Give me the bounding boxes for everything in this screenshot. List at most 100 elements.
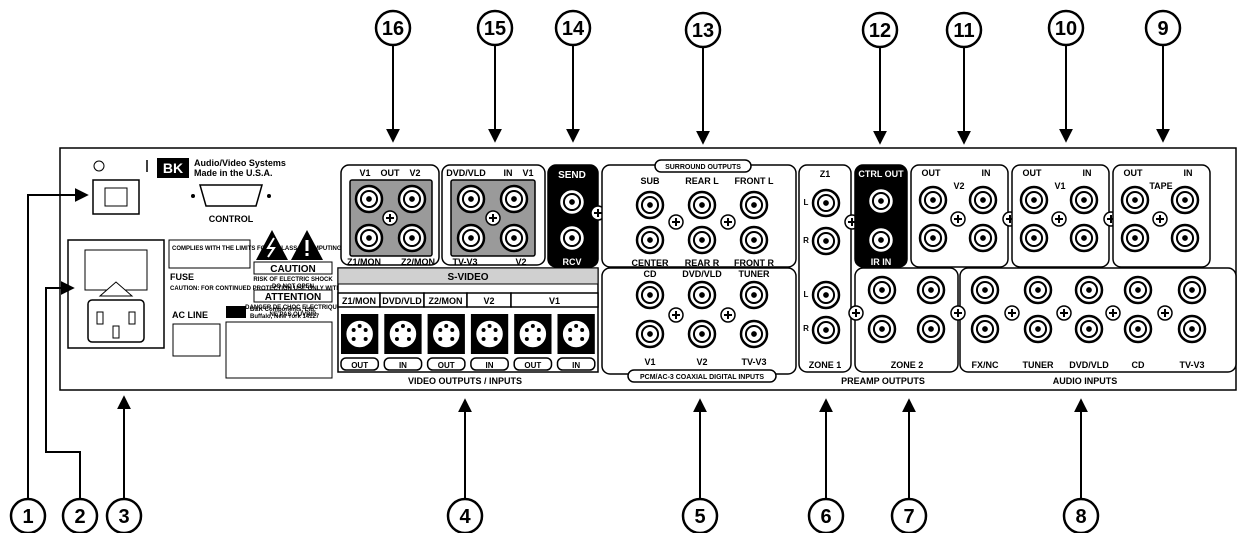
rca-jack-pin	[699, 237, 705, 243]
svideo-jack-socket	[474, 319, 505, 349]
svideo-pin	[406, 337, 411, 341]
surround-label: SUB	[640, 176, 660, 186]
dvd-rca-label: IN	[504, 168, 513, 178]
v2-group-out: OUT	[922, 168, 942, 178]
svideo-pin	[568, 328, 573, 332]
svideo-io-box	[383, 357, 423, 371]
rca-jack-pin	[1086, 326, 1092, 332]
rca-jack-pin	[699, 331, 705, 337]
brand-logo	[157, 158, 189, 178]
rca-jack-pin	[878, 237, 884, 243]
control-label: CONTROL	[209, 214, 254, 224]
rca-jack-pin	[468, 235, 474, 241]
zone1-l: L	[804, 198, 809, 207]
iec-socket[interactable]	[87, 299, 145, 343]
rca-jack-pin	[511, 235, 517, 241]
callout-badge	[476, 9, 514, 47]
svideo-pin	[394, 337, 399, 341]
rca-jack-pin	[982, 287, 988, 293]
attention-title: ATTENTION	[265, 292, 321, 303]
svideo-io-label: OUT	[438, 361, 455, 370]
svideo-pin	[487, 324, 492, 328]
svideo-pin	[493, 328, 498, 332]
rca-jack-pin	[569, 235, 575, 241]
zone1-frame	[798, 164, 852, 373]
coax-title-box	[627, 369, 777, 383]
svideo-pin	[450, 337, 455, 341]
callout-badge	[684, 11, 722, 49]
video-rca-label: Z1/MON	[347, 257, 381, 267]
audio-input-label: DVD/VLD	[1069, 360, 1109, 370]
svideo-header-box	[510, 292, 599, 308]
svideo-io-label: IN	[572, 361, 580, 370]
svideo-jack-socket	[344, 319, 375, 349]
svideo-pin	[406, 328, 411, 332]
zone1-l: L	[804, 290, 809, 299]
svideo-pin	[524, 328, 529, 332]
coax-label: V1	[644, 357, 655, 367]
callout-number: 5	[694, 506, 705, 528]
callout-number: 11	[953, 20, 974, 42]
v2-group-name: V2	[953, 181, 964, 191]
rca-jack-pin	[879, 287, 885, 293]
surround-label: CENTER	[631, 258, 669, 268]
rca-jack-pin	[928, 326, 934, 332]
caution-box	[253, 261, 333, 275]
zone1-r: R	[803, 324, 809, 333]
v1-group-in: IN	[1083, 168, 1092, 178]
rca-jack-pin	[879, 326, 885, 332]
audio-input-label: TV-V3	[1179, 360, 1204, 370]
svideo-io-box	[513, 357, 553, 371]
callout-number: 7	[903, 506, 914, 528]
callout-badge	[890, 497, 928, 533]
iec-pin	[96, 311, 104, 325]
tape-group-in: IN	[1184, 168, 1193, 178]
surround-label: REAR L	[685, 176, 719, 186]
callout-arrow	[45, 281, 81, 499]
callout-arrow	[27, 188, 89, 499]
svideo-io-box	[426, 357, 466, 371]
svideo-pin	[536, 328, 541, 332]
svideo-header-label: Z1/MON	[342, 296, 376, 306]
control-port-screw	[267, 194, 271, 198]
callout-number: 6	[820, 506, 831, 528]
ctrl-out-label: CTRL OUT	[858, 169, 904, 179]
rca-jack-pin	[1086, 287, 1092, 293]
svideo-io-label: IN	[486, 361, 494, 370]
control-port[interactable]	[199, 184, 263, 207]
rca-jack-pin	[409, 196, 415, 202]
rca-jack-pin	[928, 287, 934, 293]
coax-section-label: PCM/AC-3 COAXIAL DIGITAL INPUTS	[640, 374, 764, 381]
callout-number: 16	[382, 18, 404, 40]
dvd-rca-label: TV-V3	[452, 257, 477, 267]
brand-line2: Made in the U.S.A.	[194, 168, 273, 178]
power-off-text: O	[100, 169, 101, 171]
svideo-pin	[357, 324, 362, 328]
exclamation-glyph	[305, 240, 309, 251]
svideo-title: S-VIDEO	[447, 272, 488, 283]
rca-jack-pin	[751, 331, 757, 337]
rca-jack-pin	[1081, 235, 1087, 241]
callout-badge	[1062, 497, 1100, 533]
tape-group-name: TAPE	[1149, 181, 1172, 191]
callout-badge	[1047, 9, 1085, 47]
fuse-tab	[98, 281, 134, 297]
attention-text2: NE PAS OUVRIR	[270, 312, 318, 318]
lightning-glyph	[266, 237, 276, 258]
power-switch-rocker[interactable]	[104, 187, 128, 207]
callout-number: 1	[22, 506, 33, 528]
coax-label: V2	[696, 357, 707, 367]
fuse-fine-print: CAUTION: FOR CONTINUED PROTECTION USE ON…	[170, 286, 416, 292]
coax-label: CD	[644, 269, 657, 279]
zone1-title: Z1	[820, 169, 831, 179]
surround-label: FRONT L	[735, 176, 774, 186]
callout-number: 2	[74, 506, 85, 528]
attention-text1: DANGER DE CHOC ELECTRIQUE	[245, 305, 341, 311]
callout-badge	[681, 497, 719, 533]
rca-jack-pin	[1135, 326, 1141, 332]
zone1-r: R	[803, 236, 809, 245]
callout-badge	[446, 497, 484, 533]
callout-number: 9	[1157, 18, 1168, 40]
svideo-pin	[481, 328, 486, 332]
